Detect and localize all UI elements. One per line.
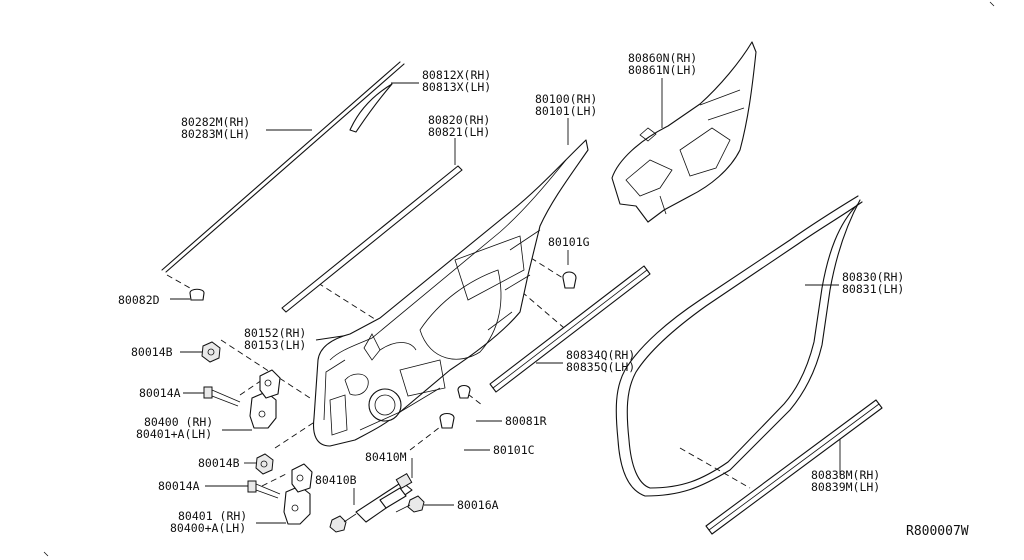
callout-line-1: 80014A — [158, 479, 200, 493]
callout-80016a: 80016A — [457, 498, 499, 512]
callout-line-1: 80016A — [457, 498, 499, 512]
callout-line-1: 80014B — [131, 345, 173, 359]
clip-80082d — [189, 288, 205, 301]
bolt-80016a — [395, 495, 425, 513]
callout-line-2: 80153(LH) — [244, 338, 306, 352]
callout-line-1: 80081R — [505, 414, 547, 428]
callout-line-1: 80100(RH) — [535, 92, 597, 106]
callout-line-2: 80400+A(LH) — [170, 521, 246, 535]
corner-marks — [43, 1, 995, 557]
plug-80101g — [562, 271, 577, 289]
callout-line-1: 80282M(RH) — [181, 115, 250, 129]
nut-80014b-bottom — [255, 453, 274, 475]
callout-line-1: 80812X(RH) — [422, 68, 491, 82]
callout-line-1: 80101G — [548, 235, 590, 249]
callout-80152: 80152(RH) 80153(LH) — [244, 326, 306, 352]
nut-80014b-top — [201, 341, 221, 363]
callout-line-1: 80400 (RH) — [144, 415, 213, 429]
callout-80838m: 80838M(RH) 80839M(LH) — [811, 468, 880, 494]
callout-80082d: 80082D — [118, 293, 160, 307]
callout-line-2: 80835Q(LH) — [566, 360, 635, 374]
callout-80860n: 80860N(RH) 80861N(LH) — [628, 51, 697, 77]
callout-80401: 80401 (RH) 80400+A(LH) — [170, 509, 247, 535]
outer-molding-80282m — [161, 61, 405, 273]
callout-80101g: 80101G — [548, 235, 590, 249]
callout-line-1: 80014A — [139, 386, 181, 400]
callout-line-1: 80410M — [365, 450, 407, 464]
callout-80400: 80400 (RH) 80401+A(LH) — [136, 415, 213, 441]
callout-80014b-top: 80014B — [131, 345, 173, 359]
callout-line-2: 80283M(LH) — [181, 127, 250, 141]
callout-80410b: 80410B — [315, 473, 357, 487]
callout-80014a-bottom: 80014A — [158, 479, 200, 493]
callout-line-2: 80101(LH) — [535, 104, 597, 118]
callout-line-2: 80401+A(LH) — [136, 427, 212, 441]
door-panel-80100 — [312, 139, 589, 447]
sash-trim-80812x — [349, 83, 393, 133]
callout-80101c: 80101C — [493, 443, 535, 457]
callout-line-1: 80014B — [198, 456, 240, 470]
bolt-80014a-bottom — [247, 480, 281, 499]
dashed-installation-lines — [166, 257, 751, 489]
callout-line-1: 80834Q(RH) — [566, 348, 635, 362]
callout-80100: 80100(RH) 80101(LH) — [535, 92, 597, 118]
lower-seal-80834q — [489, 265, 651, 393]
door-weatherstrip-80830 — [615, 195, 863, 497]
callout-80014b-bottom: 80014B — [198, 456, 240, 470]
reference-code: R800007W — [906, 524, 969, 539]
callout-line-2: 80813X(LH) — [422, 80, 491, 94]
callout-line-1: 80860N(RH) — [628, 51, 697, 65]
callout-80282m: 80282M(RH) 80283M(LH) — [181, 115, 250, 141]
callout-line-2: 80861N(LH) — [628, 63, 697, 77]
callout-80812x: 80812X(RH) 80813X(LH) — [422, 68, 491, 94]
upper-hinge-80400 — [249, 369, 281, 429]
bolt-80014a-top — [203, 386, 241, 407]
callout-line-1: 80820(RH) — [428, 113, 490, 127]
inner-sash-80860n — [611, 41, 757, 223]
door-check-80410m — [355, 472, 413, 523]
callout-80410m: 80410M — [365, 450, 407, 464]
callout-line-2: 80831(LH) — [842, 282, 904, 296]
callout-line-1: 80838M(RH) — [811, 468, 880, 482]
callout-line-1: 80401 (RH) — [178, 509, 247, 523]
callout-line-2: 80821(LH) — [428, 125, 490, 139]
plug-80081r — [457, 384, 471, 399]
callout-80830: 80830(RH) 80831(LH) — [842, 270, 904, 296]
callout-line-1: 80830(RH) — [842, 270, 904, 284]
callout-80834q: 80834Q(RH) 80835Q(LH) — [566, 348, 635, 374]
callout-80820: 80820(RH) 80821(LH) — [428, 113, 490, 139]
callout-line-1: 80101C — [493, 443, 535, 457]
callout-line-1: 80152(RH) — [244, 326, 306, 340]
callout-line-1: 80410B — [315, 473, 357, 487]
callout-80081r: 80081R — [505, 414, 547, 428]
callout-line-2: 80839M(LH) — [811, 480, 880, 494]
bolt-80410b — [329, 513, 357, 533]
lower-hinge-80401 — [283, 463, 313, 525]
callout-80014a-top: 80014A — [139, 386, 181, 400]
callout-line-1: 80082D — [118, 293, 160, 307]
weatherstrip-80820 — [281, 165, 463, 313]
lower-trim-80838m — [705, 399, 883, 535]
plug-80101c — [439, 412, 455, 429]
